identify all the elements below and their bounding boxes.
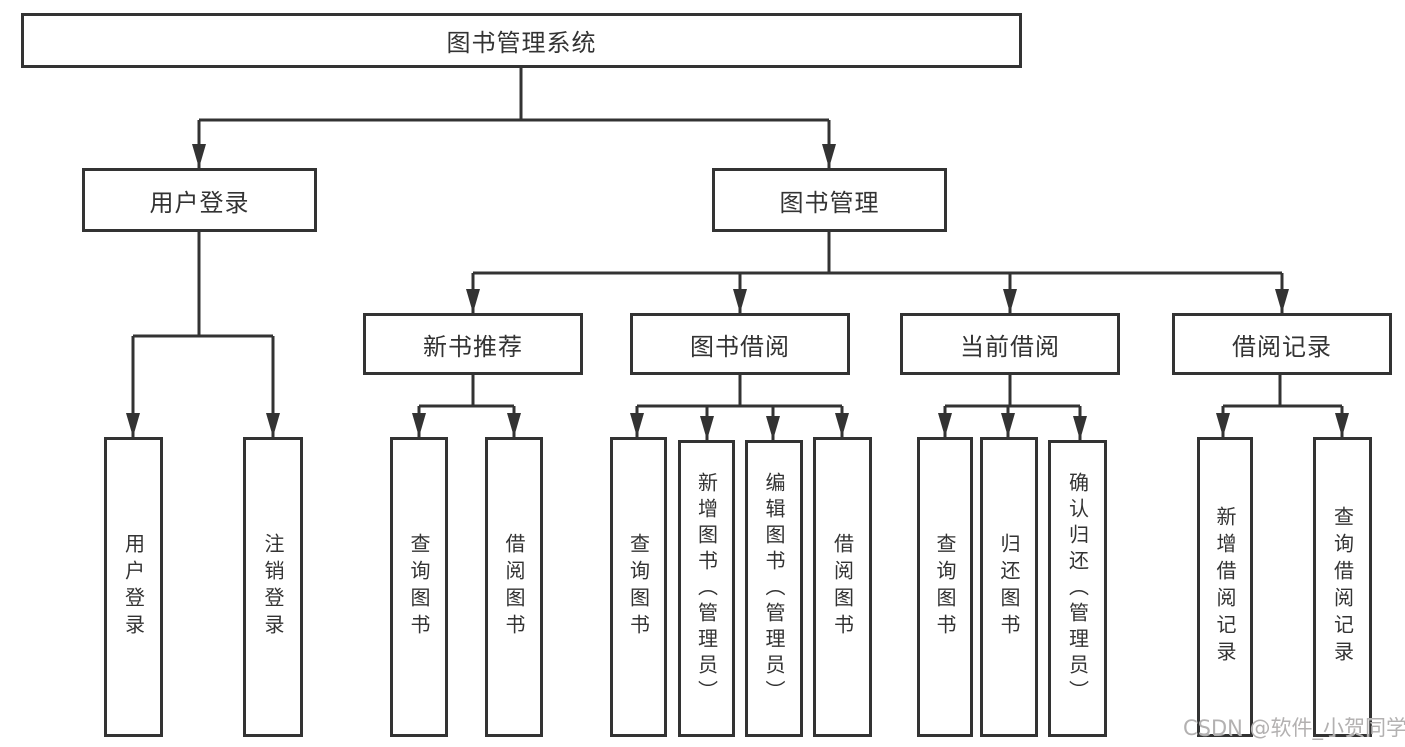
watermark: CSDN @软件_小贺同学	[1183, 716, 1405, 740]
leaf-query-borrow-record-label: 查询借阅记录	[1330, 506, 1355, 668]
node-new-book-recommend-label: 新书推荐	[423, 332, 523, 361]
node-root: 图书管理系统	[21, 13, 1022, 68]
node-user-login-label: 用户登录	[149, 188, 250, 217]
leaf-return-book: 归还图书	[980, 437, 1038, 737]
leaf-query-books-borrow: 查询图书	[610, 437, 667, 737]
leaf-query-books-recommend: 查询图书	[390, 437, 448, 737]
leaf-borrow-books-label: 借阅图书	[830, 533, 855, 641]
node-book-borrow-label: 图书借阅	[690, 332, 790, 361]
leaf-query-books-current-label: 查询图书	[933, 533, 957, 641]
node-borrow-records: 借阅记录	[1172, 313, 1392, 375]
leaf-return-book-label: 归还图书	[997, 533, 1021, 641]
leaf-user-login-label: 用户登录	[121, 533, 146, 641]
node-book-mgmt: 图书管理	[712, 168, 947, 232]
leaf-edit-book-admin-label: 编辑图书（管理员）	[762, 471, 786, 706]
node-current-borrow: 当前借阅	[900, 313, 1120, 375]
leaf-confirm-return-admin-label: 确认归还（管理员）	[1065, 471, 1090, 706]
leaf-logout-label: 注销登录	[261, 533, 285, 641]
leaf-query-books-current: 查询图书	[917, 437, 973, 737]
leaf-borrow-books-recommend-label: 借阅图书	[502, 533, 526, 641]
leaf-borrow-books-recommend: 借阅图书	[485, 437, 543, 737]
leaf-add-book-admin-label: 新增图书（管理员）	[694, 471, 719, 706]
node-book-mgmt-label: 图书管理	[779, 188, 880, 217]
node-current-borrow-label: 当前借阅	[960, 332, 1060, 361]
leaf-query-books-borrow-label: 查询图书	[626, 533, 651, 641]
leaf-borrow-books: 借阅图书	[813, 437, 872, 737]
leaf-logout: 注销登录	[243, 437, 303, 737]
leaf-add-book-admin: 新增图书（管理员）	[678, 440, 735, 737]
node-user-login: 用户登录	[82, 168, 317, 232]
leaf-add-borrow-record-label: 新增借阅记录	[1213, 506, 1237, 668]
node-borrow-records-label: 借阅记录	[1232, 332, 1332, 361]
node-new-book-recommend: 新书推荐	[363, 313, 583, 375]
node-book-borrow: 图书借阅	[630, 313, 850, 375]
leaf-query-books-recommend-label: 查询图书	[407, 533, 431, 641]
leaf-user-login: 用户登录	[104, 437, 163, 737]
leaf-query-borrow-record: 查询借阅记录	[1313, 437, 1372, 737]
node-root-label: 图书管理系统	[446, 29, 597, 57]
leaf-edit-book-admin: 编辑图书（管理员）	[745, 440, 803, 737]
leaf-confirm-return-admin: 确认归还（管理员）	[1048, 440, 1107, 737]
leaf-add-borrow-record: 新增借阅记录	[1197, 437, 1253, 737]
